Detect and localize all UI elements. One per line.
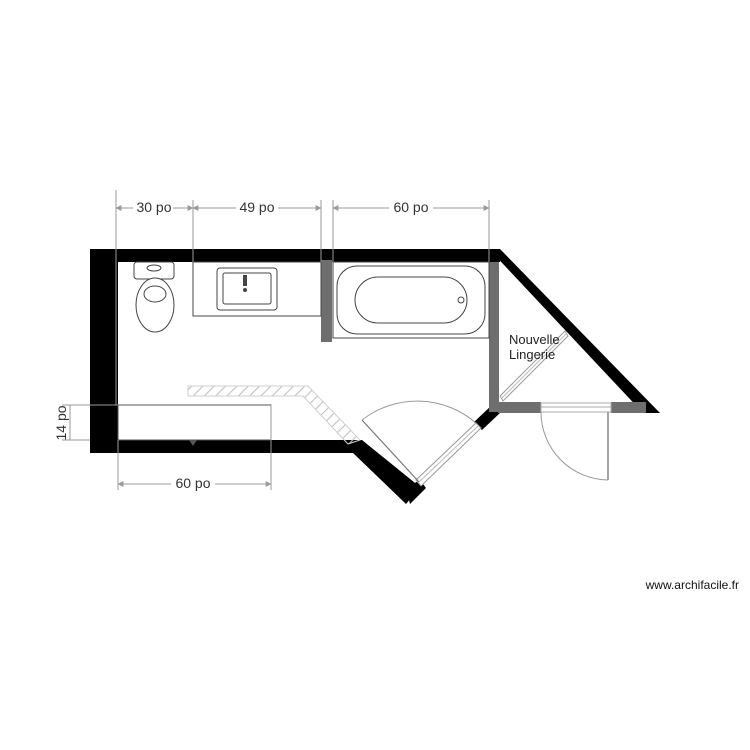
alcove-wall-left [348, 440, 420, 504]
dimension-top-toilet: 30 po [115, 190, 194, 405]
toilet [133, 261, 175, 333]
dimension-top-tub: 60 po [332, 199, 490, 262]
closet-label-line2: Lingerie [509, 347, 555, 362]
watermark-text: www.archifacile.fr [645, 578, 739, 592]
tub-partition [321, 260, 332, 342]
dimension-bottom-counter: 60 po [117, 405, 272, 491]
entry-door[interactable] [361, 400, 482, 487]
dim-vanity-label: 49 po [239, 199, 274, 215]
closet-door[interactable] [540, 401, 612, 481]
dim-tub-label: 60 po [393, 199, 428, 215]
dim-depth-label: 14 po [53, 405, 69, 440]
closet-label: Nouvelle Lingerie [509, 332, 560, 362]
left-wall [90, 249, 118, 453]
vanity-sink [192, 261, 322, 317]
dimension-left-depth: 14 po [53, 404, 118, 441]
dim-toilet-label: 30 po [136, 199, 171, 215]
bathtub [332, 261, 490, 339]
closet-left-partition [489, 262, 499, 412]
dimension-top-vanity: 49 po [192, 199, 322, 262]
dim-counter-label: 60 po [175, 475, 210, 491]
closet-diagonal-wall [489, 249, 660, 413]
lower-counter [117, 404, 272, 446]
closet-label-line1: Nouvelle [509, 332, 560, 347]
hatched-counter [187, 385, 361, 445]
closet-glass-door[interactable] [499, 330, 569, 402]
top-wall [90, 249, 500, 262]
bottom-wall [90, 440, 358, 453]
